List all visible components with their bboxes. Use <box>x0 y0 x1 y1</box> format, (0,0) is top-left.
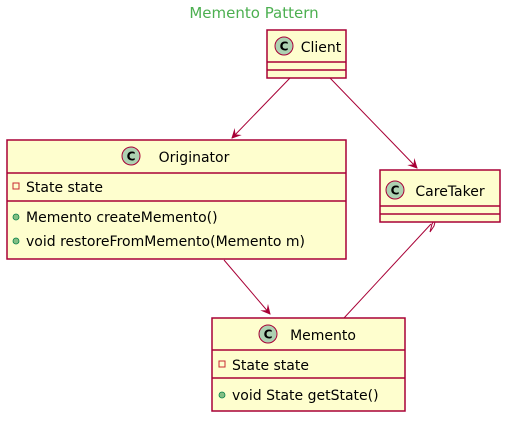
relation-originator-memento <box>223 259 271 315</box>
class-method: Memento createMemento() <box>26 210 218 226</box>
class-caretaker: C CareTaker <box>379 169 501 223</box>
class-icon <box>385 180 405 200</box>
private-field-marker <box>12 182 20 190</box>
class-memento-box <box>211 317 406 412</box>
class-method: void State getState() <box>232 388 379 404</box>
class-client: C Client <box>266 29 347 79</box>
class-caretaker-name: CareTaker <box>415 184 484 200</box>
class-originator: C Originator State state Memento createM… <box>6 139 347 260</box>
class-stereotype-letter: C <box>127 150 136 164</box>
private-field-marker <box>218 360 226 368</box>
class-icon <box>258 324 278 344</box>
class-icon <box>274 36 294 56</box>
public-method-marker <box>218 391 226 399</box>
class-method: void restoreFromMemento(Memento m) <box>26 234 305 250</box>
class-field: State state <box>26 180 103 196</box>
class-originator-name: Originator <box>159 150 230 166</box>
relation-caretaker-memento <box>343 223 432 319</box>
class-memento-name: Memento <box>290 328 356 344</box>
public-method-marker <box>12 213 20 221</box>
relation-client-caretaker <box>329 77 418 169</box>
public-method-marker <box>12 237 20 245</box>
relation-client-originator <box>231 77 291 139</box>
class-stereotype-letter: C <box>264 328 273 342</box>
class-client-name: Client <box>301 40 342 56</box>
class-icon <box>121 146 141 166</box>
class-memento: C Memento State state void State getStat… <box>211 317 406 412</box>
class-field: State state <box>232 358 309 374</box>
diagram-title: Memento Pattern <box>189 4 318 22</box>
class-originator-box <box>6 139 347 260</box>
class-stereotype-letter: C <box>280 40 289 54</box>
class-stereotype-letter: C <box>391 184 400 198</box>
